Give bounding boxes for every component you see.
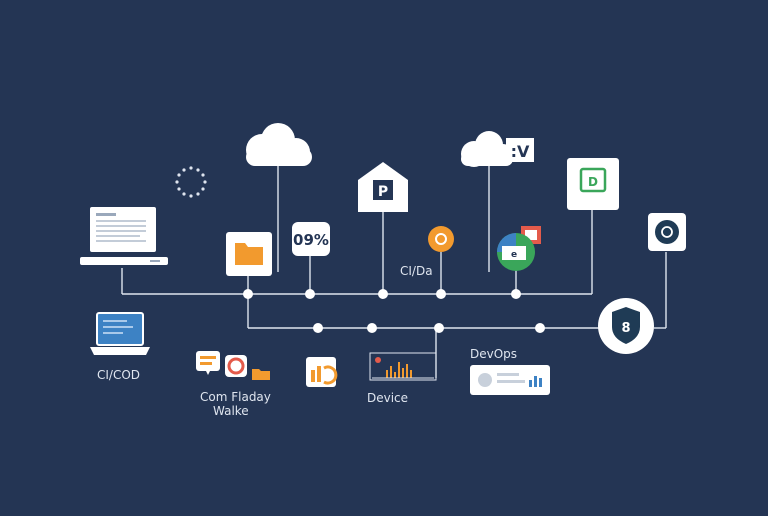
cloud-icon [461,131,514,167]
refresh-card [648,213,686,251]
com-label-line2: Walke [213,404,249,418]
folder-card [226,232,272,276]
cicd-label: CI/COD [97,368,141,382]
laptop-icon [80,207,168,265]
node [434,323,444,333]
folder-icon [252,369,270,380]
node [535,323,545,333]
node [313,323,323,333]
monitor-icon [90,312,150,355]
node [367,323,377,333]
folder-icon [235,243,263,265]
device-label: Device [367,391,409,405]
v-badge: :V [506,138,534,162]
com-label-line1: Com Fladay [200,390,271,404]
node [436,289,446,299]
donut-chart-icon [225,355,247,377]
loading-ring-icon [175,166,207,198]
shield-icon: 8 [598,298,654,354]
house-icon: P [358,162,408,212]
document-card: D [567,158,619,210]
shield-text: 8 [621,321,630,336]
cloud-icon [246,123,312,166]
refresh-icon [655,220,679,244]
device-bar-chart [369,352,437,381]
pie-chart-text: e [511,250,517,260]
cida-label: CI/Da [400,264,433,278]
house-letter: P [378,184,388,200]
node [305,289,315,299]
chart-icon [306,357,338,387]
node [511,289,521,299]
orange-badge-icon [428,226,454,252]
v-badge-text: :V [511,142,530,161]
percent-card: 09% [292,222,330,256]
node [243,289,253,299]
devops-card [470,365,550,395]
chat-icon [196,351,220,375]
percent-text: 09% [293,231,329,249]
document-icon [579,167,607,193]
pie-chart-icon: e [497,226,541,271]
devops-label: DevOps [470,347,518,361]
document-letter: D [588,175,598,189]
node [378,289,388,299]
bus-nodes [243,289,545,333]
